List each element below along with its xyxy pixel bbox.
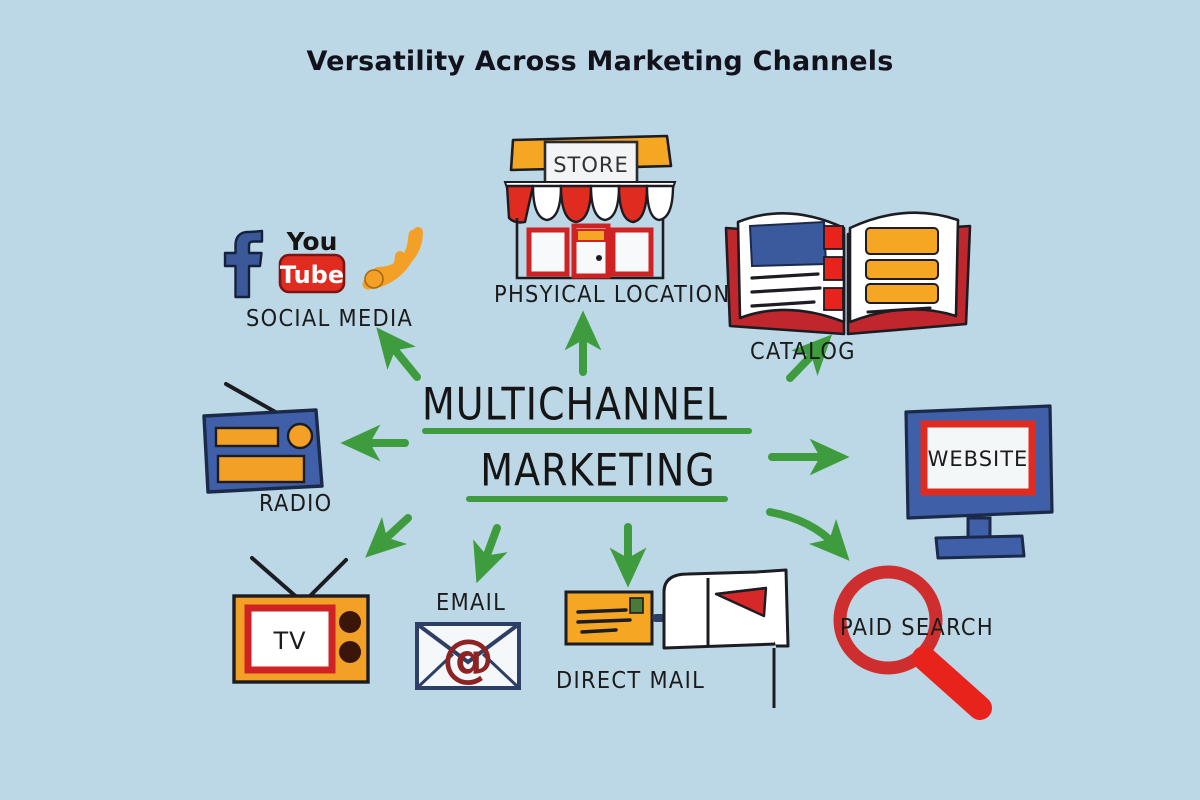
label-direct-mail: DIRECT MAIL (556, 666, 706, 694)
svg-text:WEBSITE: WEBSITE (928, 447, 1029, 471)
svg-text:You: You (286, 227, 338, 256)
arrow-to-email (473, 524, 508, 584)
facebook-icon (223, 229, 264, 299)
arrow-to-catalog (786, 334, 832, 382)
label-physical-location: PHSYICAL LOCATION (494, 280, 731, 308)
paid-search-icon (833, 565, 992, 720)
svg-text:STORE: STORE (553, 153, 629, 177)
page-title: Versatility Across Marketing Channels (306, 46, 894, 77)
rss-icon (362, 227, 423, 290)
catalog-icon (724, 211, 972, 336)
svg-text:@: @ (442, 629, 494, 689)
label-radio: RADIO (259, 489, 333, 517)
arrow-to-social-media (376, 327, 421, 381)
arrow-to-tv (365, 514, 412, 558)
svg-text:Tube: Tube (280, 261, 344, 289)
direct-mail-icon (564, 568, 790, 708)
store-icon: STORE (503, 134, 677, 280)
hub-line-1: MULTICHANNEL (422, 378, 729, 430)
label-email: EMAIL (436, 588, 507, 616)
tv-icon: TV (232, 556, 370, 684)
hub-line-2: MARKETING (480, 444, 716, 496)
email-envelope-icon: @ (415, 622, 521, 690)
hub-underline-2 (466, 496, 728, 502)
youtube-icon: You Tube (278, 227, 346, 294)
svg-text:TV: TV (272, 627, 306, 655)
label-social-media: SOCIAL MEDIA (246, 304, 414, 332)
label-paid-search: PAID SEARCH (840, 613, 994, 641)
arrow-to-paid-search (766, 508, 850, 561)
label-catalog: CATALOG (750, 337, 856, 365)
radio-icon (202, 382, 324, 494)
website-monitor-icon: WEBSITE (904, 404, 1054, 560)
hub-multichannel-marketing: MULTICHANNEL MARKETING (418, 378, 778, 502)
hub-underline-1 (422, 428, 752, 434)
